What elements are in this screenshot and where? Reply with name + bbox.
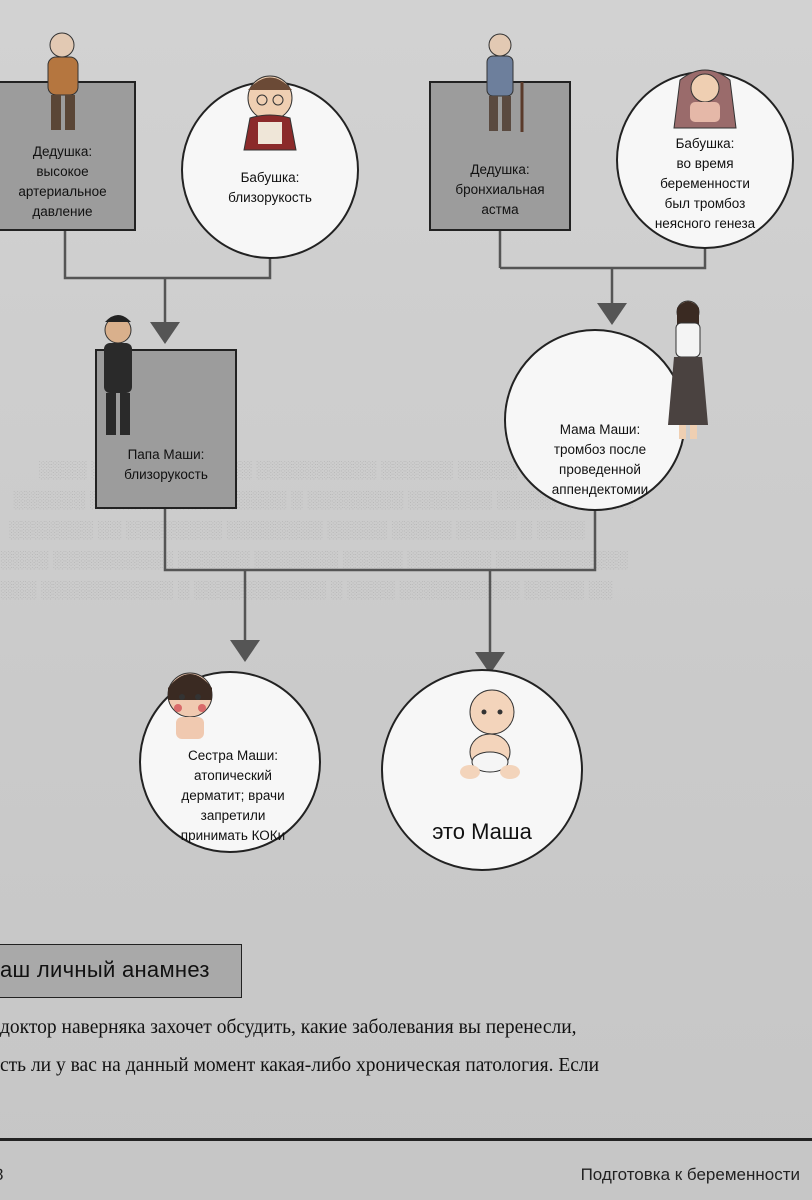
- label-line: Бабушка:: [240, 170, 300, 185]
- running-title: Подготовка к беременности: [580, 1165, 800, 1184]
- label-line: аппендектомии: [551, 482, 649, 497]
- connector-parents: [163, 508, 597, 572]
- label-line: неясного генеза: [654, 216, 756, 231]
- dad-label: Папа Маши: близорукость: [96, 445, 236, 485]
- section-heading-bar: [0, 944, 242, 998]
- label-line: Бабушка:: [675, 136, 735, 151]
- label-line: артериальное: [18, 184, 107, 199]
- grandma-right-figure: [673, 69, 737, 129]
- masha-label: это Маша: [432, 819, 532, 844]
- sister-label: Сестра Маши: атопический дерматит; врачи…: [163, 746, 303, 846]
- arrow-to-mom: [597, 303, 627, 325]
- arrowheads: [150, 303, 627, 674]
- label-line: высокое: [36, 164, 89, 179]
- label-line: атопический: [194, 768, 272, 783]
- label-line: запретили: [200, 808, 266, 823]
- section-title: аш личный анамнез: [0, 957, 210, 982]
- label-line: астма: [481, 202, 519, 217]
- label-line: был тромбоз: [664, 196, 746, 211]
- label-line: Папа Маши:: [127, 447, 205, 462]
- label-line: Мама Маши:: [559, 422, 641, 437]
- arrow-to-sister: [230, 640, 260, 662]
- label-line: тромбоз после: [553, 442, 647, 457]
- grandpa-right-box: [429, 81, 571, 231]
- arrow-to-dad: [150, 322, 180, 344]
- label-line: принимать КОКи: [180, 828, 286, 843]
- mom-label: Мама Маши: тромбоз после проведенной апп…: [525, 420, 675, 500]
- grandpa-right-figure: [486, 33, 524, 132]
- page-number: 8: [0, 1165, 3, 1185]
- grandma-right-label: Бабушка: во время беременности был тромб…: [630, 134, 780, 234]
- mom-figure: [668, 300, 708, 439]
- body-text-line-2: сть ли у вас на данный момент какая-либо…: [0, 1055, 600, 1076]
- label-line: близорукость: [124, 467, 208, 482]
- label-line: Сестра Маши:: [188, 748, 278, 763]
- arrow-to-masha: [475, 652, 505, 674]
- grandpa-left-figure: [47, 32, 79, 130]
- label-line: бронхиальная: [455, 182, 545, 197]
- label-line: беременности: [660, 176, 750, 191]
- grandma-left-label: Бабушка: близорукость: [200, 168, 340, 208]
- label-line: проведенной: [559, 462, 641, 477]
- label-line: дерматит; врачи: [181, 788, 285, 803]
- baby-figure: [460, 689, 520, 779]
- grandma-left-figure: [243, 75, 297, 151]
- grandpa-right-label: Дедушка: бронхиальная астма: [430, 160, 570, 220]
- body-text-line-1: доктор наверняка захочет обсудить, какие…: [0, 1017, 577, 1038]
- label-line: Дедушка:: [470, 162, 530, 177]
- label-line: Дедушка:: [32, 144, 93, 159]
- grandpa-left-label: Дедушка: высокое артериальное давление: [0, 142, 125, 222]
- label-line: давление: [32, 204, 93, 219]
- label-line: во время: [676, 156, 734, 171]
- sister-figure: [167, 672, 213, 739]
- label-line: близорукость: [228, 190, 312, 205]
- footer-rule: [0, 1138, 812, 1141]
- dad-figure: [104, 315, 132, 435]
